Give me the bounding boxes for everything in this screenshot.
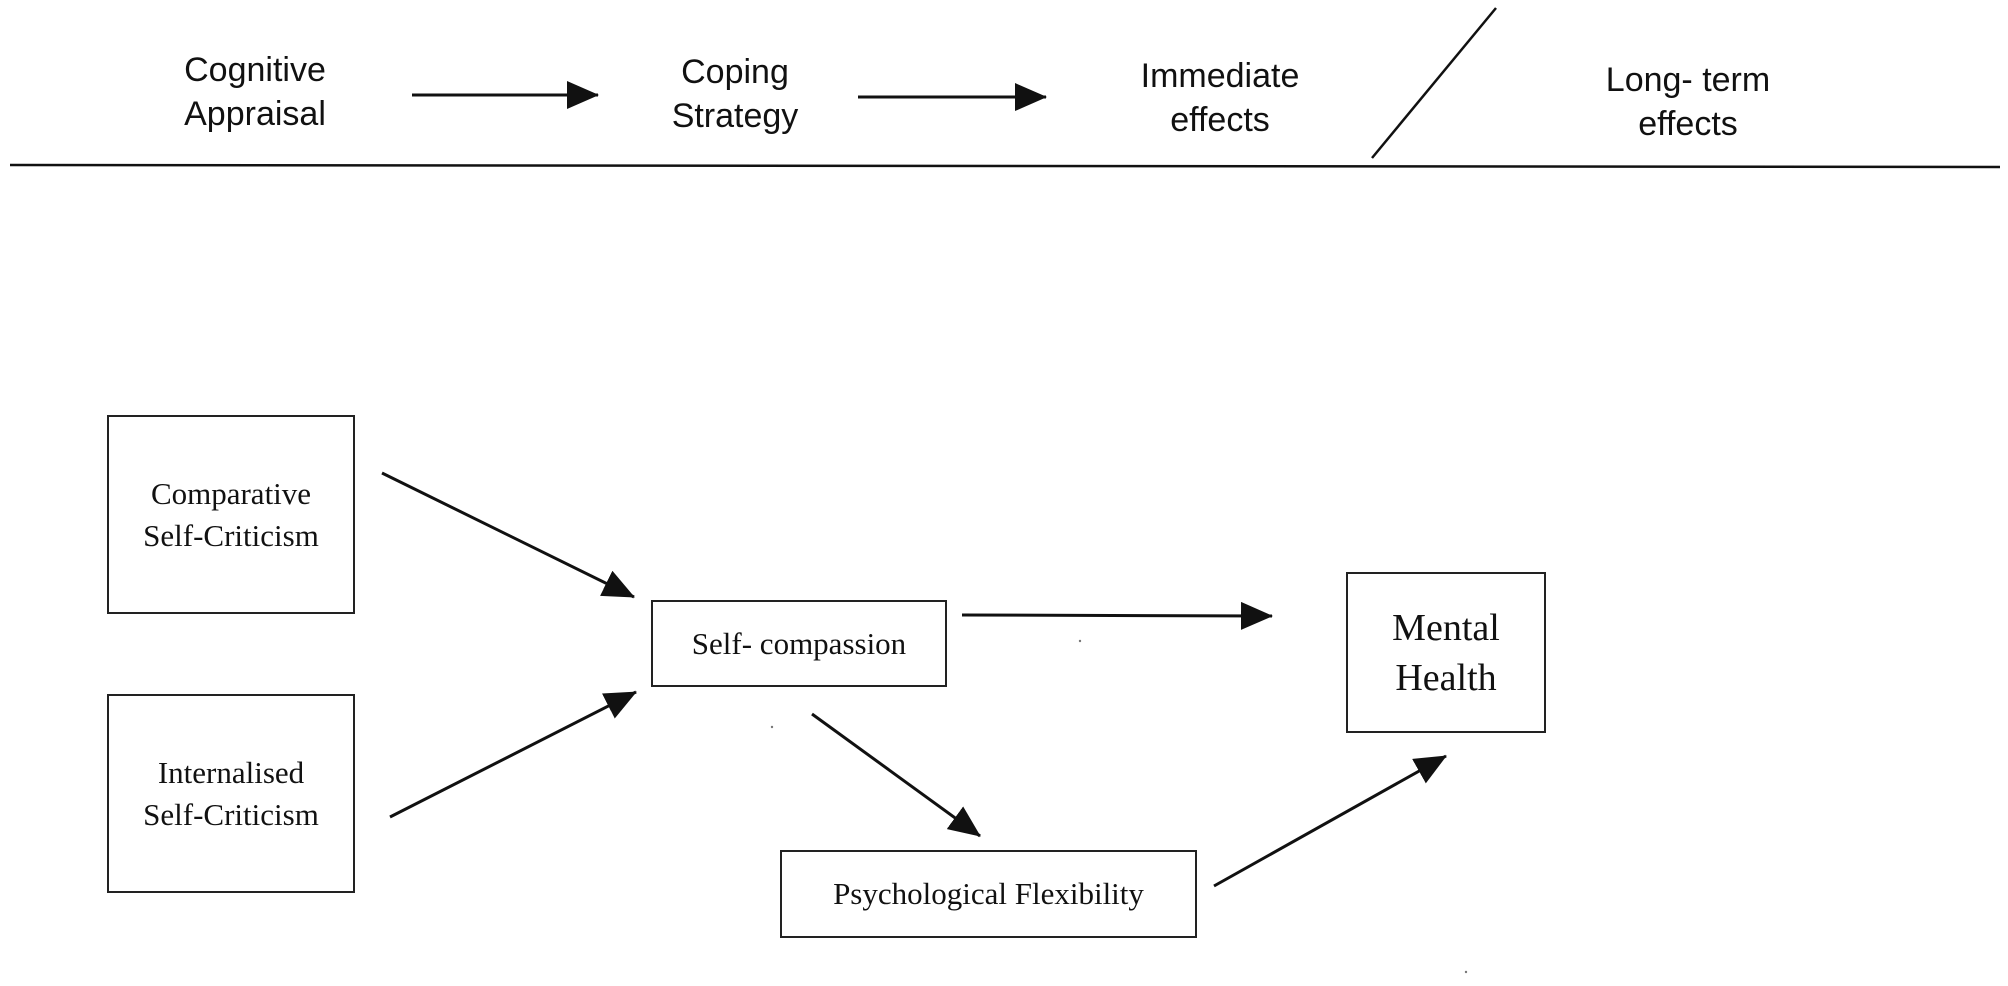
node-label: Self-Criticism: [143, 796, 319, 832]
arrow-self-compassion-to-psych-flex: [811, 712, 981, 838]
header-stage-line: Long- term: [1605, 61, 1771, 99]
node-internalised-self-criticism: Internalised Self-Criticism: [107, 694, 355, 893]
header-stage-line: effects: [1170, 101, 1270, 139]
header-stage-line: Strategy: [671, 97, 799, 135]
arrow-psych-flex-to-mental-health: [1213, 754, 1447, 888]
speck: [770, 725, 774, 729]
speck: [1464, 970, 1468, 974]
node-comparative-self-criticism: Comparative Self-Criticism: [107, 415, 355, 614]
node-label: Psychological Flexibility: [833, 876, 1144, 911]
arrow-comparative-to-self-compassion: [381, 471, 635, 599]
node-self-compassion: Self- compassion: [651, 600, 947, 687]
header-slash-divider: [1371, 7, 1497, 159]
header-stage-cognitive-appraisal: Cognitive Appraisal: [160, 48, 350, 136]
header-stage-line: Coping: [681, 53, 789, 91]
header-stage-line: Appraisal: [184, 95, 326, 133]
arrow-self-compassion-to-mental-health: [961, 601, 1273, 630]
node-label: Health: [1395, 656, 1497, 699]
header-stage-long-term-effects: Long- term effects: [1578, 58, 1798, 146]
header-stage-coping-strategy: Coping Strategy: [640, 50, 830, 138]
header-stage-immediate-effects: Immediate effects: [1120, 54, 1320, 142]
arrow-internalised-to-self-compassion: [389, 690, 637, 819]
node-psychological-flexibility: Psychological Flexibility: [780, 850, 1197, 938]
header-stage-line: effects: [1638, 105, 1738, 143]
node-label: Internalised: [157, 754, 305, 790]
node-label: Self- compassion: [691, 625, 907, 661]
header-stage-line: Cognitive: [184, 51, 326, 89]
node-label: Self-Criticism: [143, 517, 319, 553]
node-label: Mental: [1392, 606, 1500, 649]
header-rule: [9, 163, 2001, 169]
node-mental-health: Mental Health: [1346, 572, 1546, 733]
node-label: Comparative: [150, 475, 312, 511]
header-stage-line: Immediate: [1140, 57, 1300, 95]
speck: [1078, 639, 1082, 643]
